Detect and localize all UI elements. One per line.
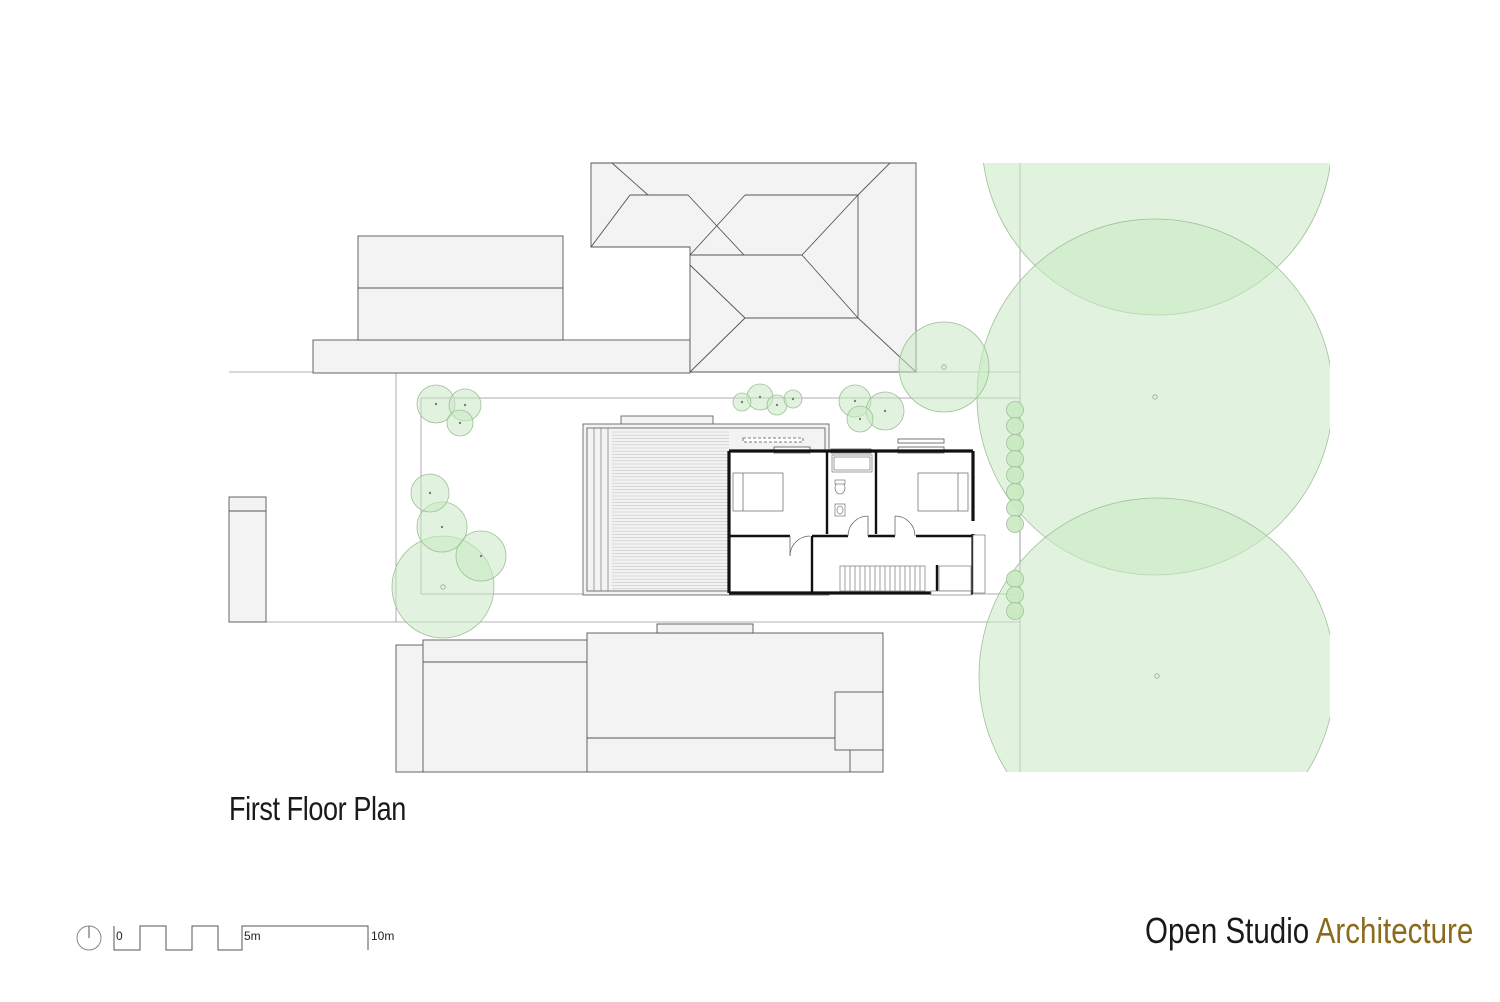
bathroom-fixtures	[831, 454, 873, 517]
door-swings	[789, 515, 916, 557]
hedge-shrub	[1006, 450, 1024, 468]
hedge-shrub	[1006, 586, 1024, 604]
neighbour-building-north-roof	[590, 162, 917, 373]
hedge-shrub	[1006, 434, 1024, 452]
scale-label-0: 0	[116, 929, 123, 943]
neighbour-building-north-west	[312, 235, 691, 374]
hedge-shrub	[1006, 570, 1024, 588]
brand-name: Open Studio	[1144, 910, 1309, 951]
deck-edge-posts	[593, 428, 609, 591]
cupboard	[930, 565, 972, 596]
scale-label-5m: 5m	[244, 929, 261, 943]
interior-walls	[729, 451, 973, 593]
drawing-title: First Floor Plan	[229, 790, 406, 827]
hedge-shrub	[1006, 515, 1024, 533]
first-floor-plan	[727, 437, 986, 596]
hedge-shrub	[1006, 466, 1024, 484]
hedge-shrub	[1006, 401, 1024, 419]
trees	[391, 163, 1330, 772]
east-window	[972, 534, 986, 594]
hedge-shrub	[1006, 602, 1024, 620]
brand-logo: Open Studio Architecture	[1145, 910, 1473, 952]
tree-canopy	[978, 497, 1330, 772]
hedge-shrub	[1006, 417, 1024, 435]
hedge-shrub	[1006, 499, 1024, 517]
hedge-shrub	[1006, 483, 1024, 501]
scale-label-10m: 10m	[371, 929, 395, 943]
neighbour-building-west	[228, 496, 267, 623]
tree-canopy	[898, 321, 990, 413]
scale-bar	[76, 925, 369, 951]
staircase	[839, 565, 926, 592]
brand-accent: Architecture	[1315, 910, 1473, 951]
beds	[732, 472, 969, 512]
neighbour-building-south	[395, 623, 884, 773]
deck-hatching	[612, 431, 729, 590]
